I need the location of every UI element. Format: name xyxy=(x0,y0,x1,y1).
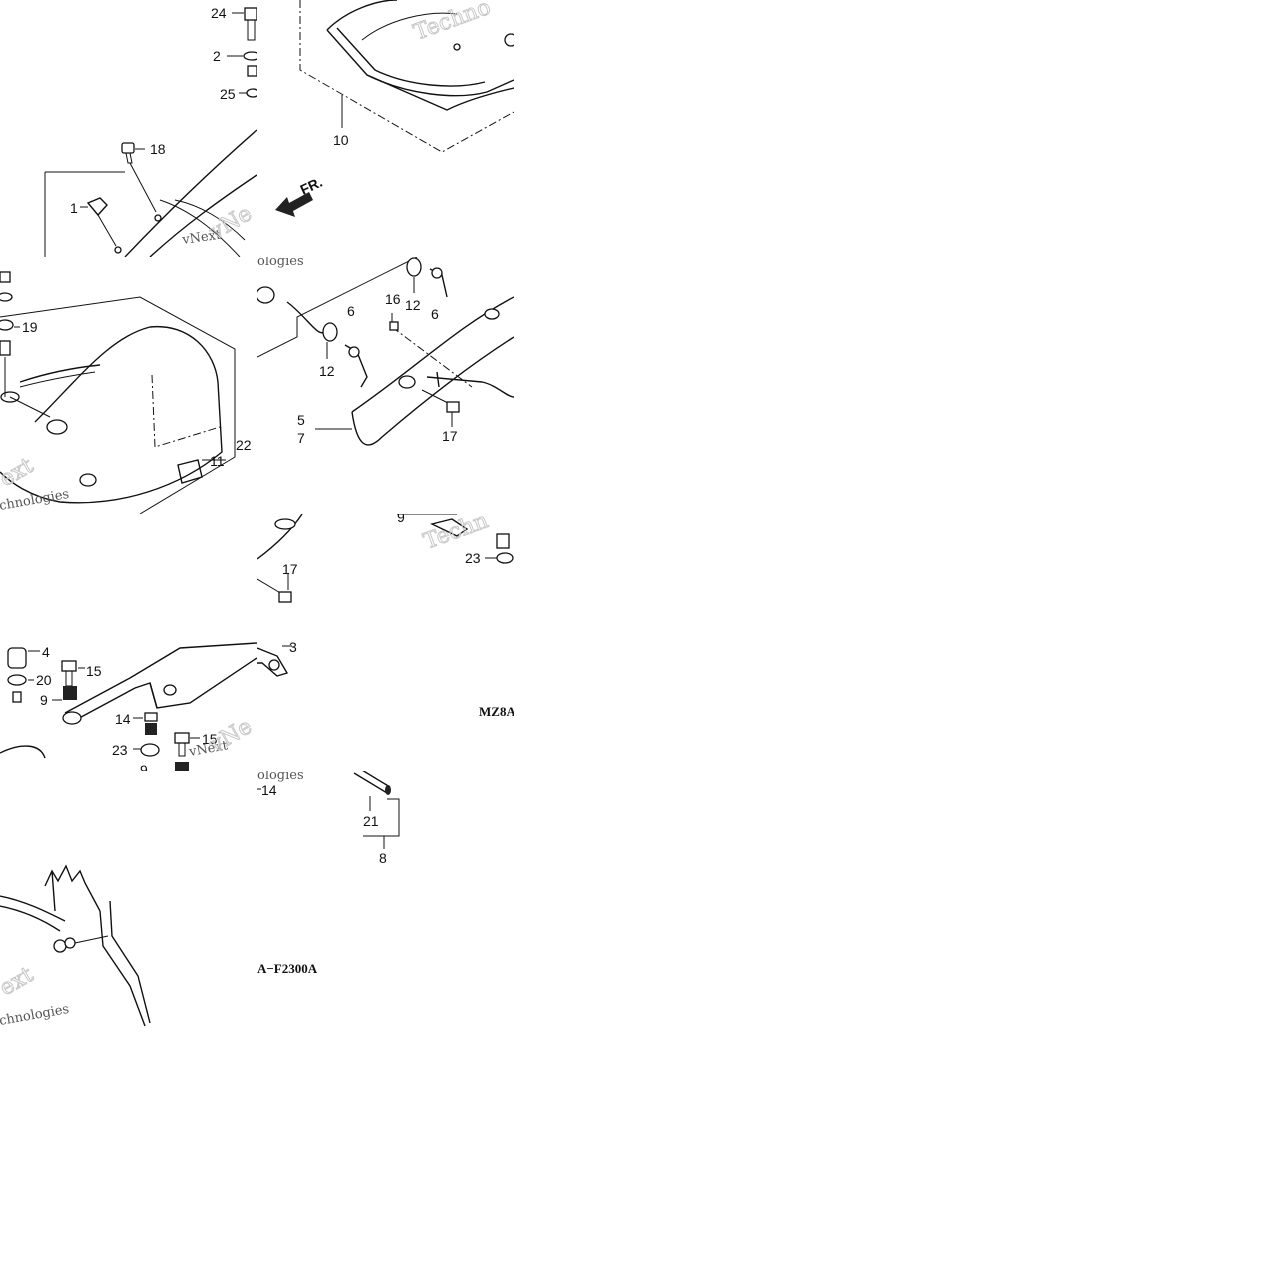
front-direction-arrow-icon xyxy=(275,192,313,217)
callout-8: 8 xyxy=(379,850,387,866)
callout-21: 21 xyxy=(363,813,379,829)
callout-15: 15 xyxy=(202,731,218,747)
watermark-text: Techno xyxy=(411,0,495,46)
callout-12: 12 xyxy=(405,297,421,313)
tile-grab-rail: 16 12 6 6 12 5 7 17 ologies xyxy=(257,257,514,514)
callout-9: 9 xyxy=(40,692,48,708)
callout-5: 5 xyxy=(297,412,305,428)
watermark-text: vNext xyxy=(187,738,230,760)
tile-wire-stay: ext chnologies xyxy=(0,771,257,1028)
watermark-text: vNext xyxy=(180,228,222,249)
callout-16: 16 xyxy=(385,291,401,307)
callout-17: 17 xyxy=(442,428,458,444)
callout-19: 19 xyxy=(22,319,38,335)
callout-11: 11 xyxy=(210,453,225,469)
callout-17: 17 xyxy=(282,561,298,577)
tile-seat-cowl: 10 FR. Techno xyxy=(257,0,514,257)
callout-25: 25 xyxy=(220,86,236,102)
watermark-text: chnologies xyxy=(0,487,70,514)
callout-1: 1 xyxy=(70,200,78,216)
watermark-text: ologies xyxy=(257,771,304,783)
callout-4: 4 xyxy=(42,644,50,660)
callout-23: 23 xyxy=(112,742,128,758)
callout-14: 14 xyxy=(115,711,131,727)
tile-code-2: A−F2300A xyxy=(257,960,514,980)
callout-9: 9 xyxy=(140,762,148,778)
watermark-text: ext xyxy=(0,962,38,1001)
callout-6: 6 xyxy=(347,303,355,319)
watermark-text: Techn xyxy=(421,514,492,555)
callout-10: 10 xyxy=(333,132,349,148)
tile-seat: 19 22 11 ext chnologies xyxy=(0,257,257,514)
callout-2: 2 xyxy=(213,48,221,64)
illustration-code: MZ8A xyxy=(479,704,514,719)
front-direction-label: FR. xyxy=(298,174,325,198)
callout-6: 6 xyxy=(431,306,439,322)
tile-rear-fender-upper: 24 2 25 18 1 vNext vNe xyxy=(0,0,257,257)
callout-14: 14 xyxy=(261,782,277,798)
illustration-code: A−F2300A xyxy=(257,961,318,976)
callout-3: 3 xyxy=(289,639,297,655)
watermark-text: chnologies xyxy=(0,1002,70,1028)
callout-12: 12 xyxy=(319,363,335,379)
callout-7: 7 xyxy=(297,430,305,446)
callout-23: 23 xyxy=(465,550,481,566)
watermark-text: ologies xyxy=(257,257,304,269)
callout-20: 20 xyxy=(36,672,52,688)
callout-18: 18 xyxy=(150,141,166,157)
callout-24: 24 xyxy=(211,5,227,21)
tile-pin-assembly: 14 21 8 ologies xyxy=(257,771,514,1028)
callout-9: 9 xyxy=(397,514,405,525)
callout-22: 22 xyxy=(236,437,252,453)
callout-15: 15 xyxy=(86,663,102,679)
